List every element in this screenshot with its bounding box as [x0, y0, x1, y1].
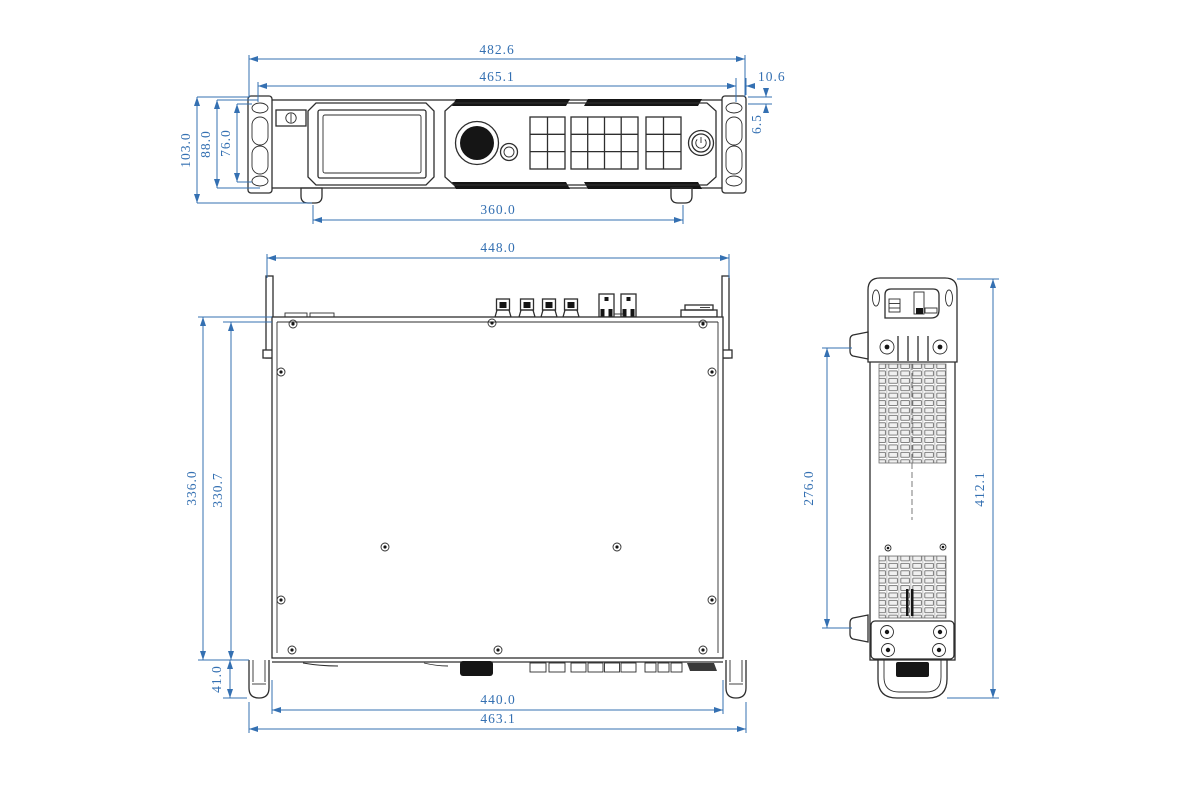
side-ear-tab-upper	[849, 331, 869, 360]
top-handle-right	[725, 660, 747, 699]
front-foot-right	[670, 187, 693, 204]
front-rotary-knob	[454, 120, 500, 166]
dim-top-handle-span: 463.1	[480, 711, 515, 726]
bnc-connector	[494, 298, 512, 318]
side-screw-row	[879, 336, 948, 361]
side-dimensions: 276.0 412.1	[801, 278, 999, 699]
dim-front-total-height: 103.0	[178, 132, 193, 167]
front-foot-left	[300, 187, 323, 204]
side-vent-upper	[878, 363, 947, 520]
front-round-button	[499, 142, 519, 162]
dim-top-overall-width: 448.0	[480, 240, 515, 255]
top-chassis-body	[271, 316, 724, 659]
side-screw-mid	[884, 543, 947, 552]
dim-top-handle-depth: 41.0	[209, 665, 224, 693]
dim-front-overall-width: 482.6	[479, 42, 514, 57]
front-rack-ear-left	[247, 95, 273, 194]
rear-socket	[620, 293, 637, 318]
dim-front-panel-height: 76.0	[218, 129, 233, 157]
dim-front-flange: 6.5	[749, 114, 764, 134]
dim-side-ear-spacing: 276.0	[801, 470, 816, 505]
top-edge-tab	[613, 313, 624, 318]
front-lcd-screen	[307, 102, 435, 186]
side-vent-lower	[878, 555, 947, 619]
top-edge-tab	[309, 312, 335, 318]
side-bottom-plate	[870, 620, 955, 660]
top-keys-from-above	[529, 662, 683, 673]
dim-front-inner-width: 465.1	[479, 69, 514, 84]
dim-front-ear-tab: 10.6	[758, 69, 786, 84]
top-handle-left	[248, 660, 270, 699]
power-inlet	[884, 288, 940, 319]
dim-front-feet-span: 360.0	[480, 202, 515, 217]
dim-top-body-width: 440.0	[480, 692, 515, 707]
bnc-connector	[518, 298, 536, 318]
keypad-group-3	[645, 116, 682, 170]
top-view: 448.0 336.0 330.7 41.0 440.0 463.1	[184, 240, 747, 733]
bnc-connector	[562, 298, 580, 318]
keypad-group-2	[570, 116, 639, 170]
front-chassis-body	[257, 99, 737, 189]
power-icon	[695, 137, 707, 149]
top-rear-connectors	[494, 293, 718, 318]
side-handle	[877, 659, 948, 699]
top-dimensions: 448.0 336.0 330.7 41.0 440.0 463.1	[184, 240, 747, 733]
front-power-button	[687, 129, 715, 157]
top-wedge	[687, 663, 717, 671]
side-view: 276.0 412.1	[801, 277, 999, 699]
dim-side-total-height: 412.1	[972, 471, 987, 506]
side-ear-tab-lower	[849, 614, 869, 643]
dim-front-body-height: 88.0	[198, 130, 213, 158]
front-view: 482.6 465.1 10.6 6.5 103.0 88.0	[178, 42, 786, 224]
front-standby-button	[275, 109, 307, 127]
top-knob-from-above	[460, 661, 493, 676]
front-rack-ear-right	[721, 95, 747, 194]
side-top-cap	[867, 277, 958, 363]
top-edge-tab	[284, 312, 308, 318]
keypad-group-1	[529, 116, 566, 170]
front-control-panel	[444, 102, 717, 186]
rear-socket	[598, 293, 615, 318]
bnc-connector	[540, 298, 558, 318]
top-screws	[276, 318, 717, 655]
front-keypad	[529, 116, 682, 170]
dim-top-total-depth: 336.0	[184, 470, 199, 505]
rear-wide-port	[680, 304, 718, 318]
front-dimensions: 482.6 465.1 10.6 6.5 103.0 88.0	[178, 42, 786, 224]
dim-top-body-depth: 330.7	[210, 472, 225, 507]
